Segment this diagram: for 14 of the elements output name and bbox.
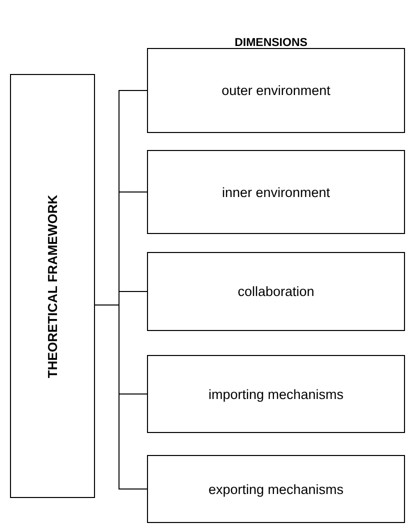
dimension-box: [147, 455, 405, 523]
dimension-box: [147, 355, 405, 433]
framework-box: [10, 74, 95, 498]
box-label: THEORETICAL FRAMEWORK: [45, 194, 60, 378]
heading: DIMENSIONS: [234, 37, 308, 49]
box-label: inner environment: [222, 184, 330, 200]
box-label: exporting mechanisms: [208, 482, 344, 496]
dimension-box: [147, 150, 405, 234]
dimension-box: [147, 252, 405, 331]
connector-line: [94, 304, 148, 490]
box-label: collaboration: [238, 284, 314, 299]
dimension-box: [147, 48, 405, 133]
box-label: importing mechanisms: [208, 386, 344, 402]
box-label: outer environment: [222, 83, 330, 98]
